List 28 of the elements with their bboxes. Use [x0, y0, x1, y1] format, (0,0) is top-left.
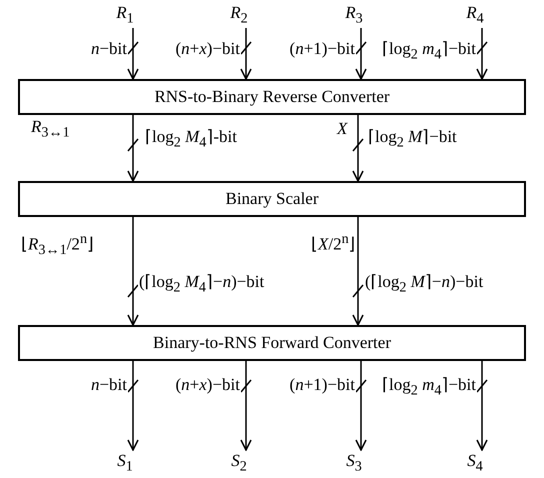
arrow [127, 28, 139, 80]
process-box: Binary-to-RNS Forward Converter [18, 325, 526, 361]
variable-label: S$_{2}$ [224, 450, 254, 476]
arrow [355, 361, 367, 451]
arrow [127, 361, 139, 451]
process-box: Binary Scaler [18, 181, 526, 217]
variable-label: S$_{3}$ [339, 450, 369, 476]
arrow [476, 361, 488, 451]
arrow [476, 28, 488, 80]
arrow [240, 28, 252, 80]
arrow [127, 217, 139, 326]
edge-label: (n+x)−bit [174, 40, 241, 59]
edge-label: (n+1)−bit [288, 40, 356, 59]
variable-label: R$_{1}$ [110, 2, 140, 28]
variable-label: S$_{1}$ [110, 450, 140, 476]
variable-label: R$_{2}$ [224, 2, 254, 28]
process-box: RNS-to-Binary Reverse Converter [18, 79, 526, 115]
arrow [240, 361, 252, 451]
arrow [352, 115, 364, 182]
arrow [355, 28, 367, 80]
arrow [127, 115, 139, 182]
edge-label: (n+1)−bit [288, 376, 356, 395]
arrow [352, 217, 364, 326]
variable-label: R$_{4}$ [460, 2, 490, 28]
variable-label: S$_{4}$ [460, 450, 490, 476]
edge-label: (n+x)−bit [174, 376, 241, 395]
edge-label: n−bit [90, 376, 128, 395]
variable-label: R$_{3}$ [339, 2, 369, 28]
